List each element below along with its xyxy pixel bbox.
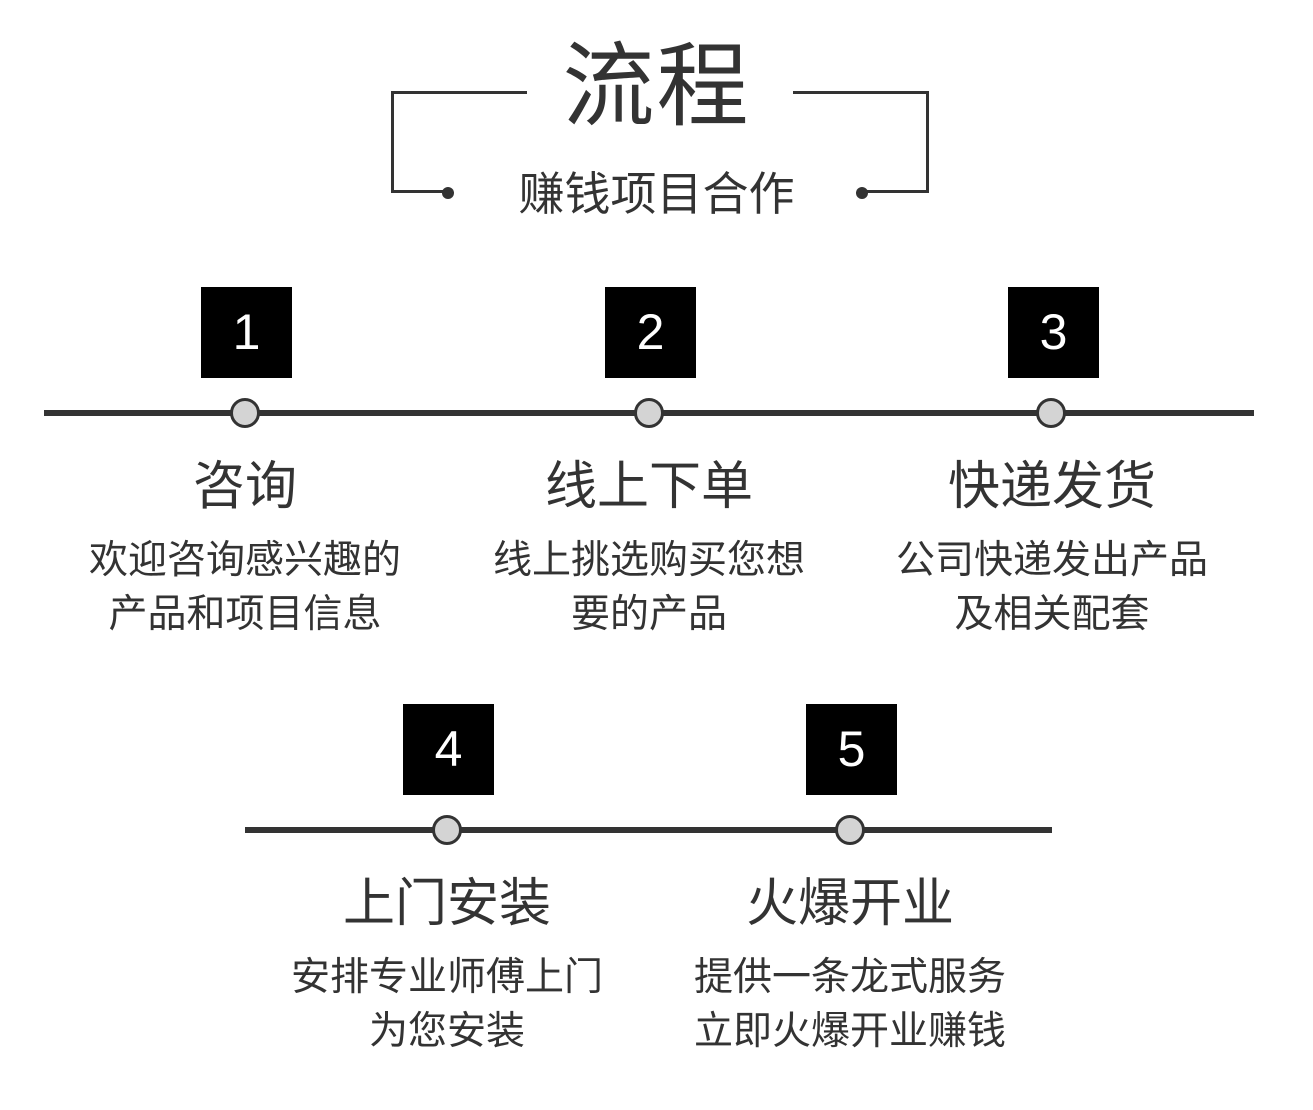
step-description-line-1: 线上挑选购买您想 — [492, 538, 805, 583]
step-node — [835, 815, 865, 845]
step-description-line-2: 及相关配套 — [954, 592, 1150, 637]
step-number-badge: 4 — [403, 704, 494, 795]
step-title: 咨询 — [192, 457, 297, 517]
step-description-line-2: 要的产品 — [570, 592, 727, 637]
bracket-left-dot — [442, 187, 454, 199]
step-description-line-1: 欢迎咨询感兴趣的 — [88, 538, 401, 583]
step-title: 线上下单 — [544, 457, 753, 517]
step-title: 上门安装 — [342, 874, 551, 934]
step-number-badge: 1 — [201, 287, 292, 378]
step-node — [432, 815, 462, 845]
step-description-line-2: 为您安装 — [368, 1009, 525, 1054]
step-description-line-1: 提供一条龙式服务 — [693, 955, 1006, 1000]
step-number-badge: 2 — [605, 287, 696, 378]
page-title: 流程 — [562, 33, 751, 140]
step-node — [230, 398, 260, 428]
step-description-line-2: 立即火爆开业赚钱 — [693, 1009, 1006, 1054]
bracket-left-gap — [452, 180, 532, 200]
timeline-line-row-2 — [245, 827, 1052, 833]
step-node — [1036, 398, 1066, 428]
step-description-line-1: 安排专业师傅上门 — [290, 955, 603, 1000]
page-subtitle: 赚钱项目合作 — [518, 167, 795, 221]
step-number-badge: 3 — [1008, 287, 1099, 378]
step-description-line-1: 公司快递发出产品 — [895, 538, 1208, 583]
step-title: 火爆开业 — [745, 874, 954, 934]
step-node — [634, 398, 664, 428]
bracket-right-dot — [856, 187, 868, 199]
step-title: 快递发货 — [947, 457, 1156, 517]
bracket-right-gap — [788, 180, 864, 200]
step-description-line-2: 产品和项目信息 — [108, 592, 382, 637]
step-number-badge: 5 — [806, 704, 897, 795]
